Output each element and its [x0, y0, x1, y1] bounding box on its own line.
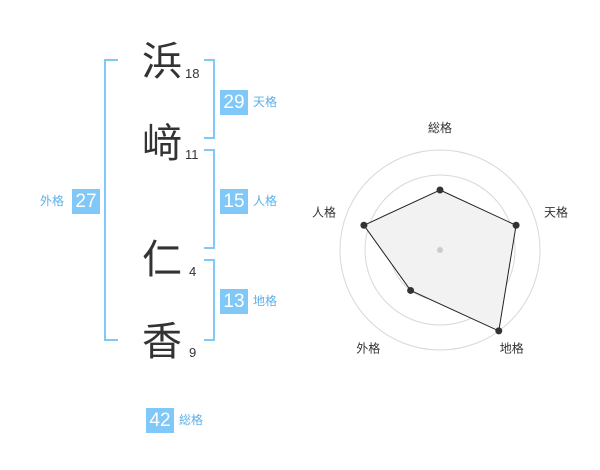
radar-point-4 — [407, 286, 415, 294]
gaikaku-label: 外格 — [40, 194, 65, 208]
radar-polygon — [363, 189, 517, 332]
jinkaku-badge: 15 — [220, 189, 248, 214]
radar-point-2 — [512, 221, 520, 229]
radar-axis-label-4: 外格 — [356, 341, 380, 356]
stroke-count-2: 11 — [185, 147, 199, 162]
soukaku-badge: 42 — [146, 408, 174, 433]
chikaku-bracket — [204, 259, 215, 341]
name-char-2: 﨑 — [142, 121, 182, 167]
radar-ring-3 — [364, 174, 516, 326]
radar-point-1 — [436, 186, 444, 194]
radar-axis-label-1: 総格 — [428, 120, 452, 135]
name-char-3: 仁 — [142, 237, 182, 283]
chikaku-label: 地格 — [253, 294, 278, 308]
name-char-4: 香 — [142, 319, 182, 365]
gaikaku-bracket — [104, 59, 118, 341]
tenkaku-badge: 29 — [220, 90, 248, 115]
name-char-1: 浜 — [142, 39, 182, 85]
radar-point-5 — [360, 221, 368, 229]
radar-center-dot — [437, 247, 443, 253]
gaikaku-badge: 27 — [72, 189, 100, 214]
radar-point-3 — [495, 327, 503, 335]
radar-points — [360, 186, 520, 335]
tenkaku-bracket — [204, 59, 215, 139]
jinkaku-bracket — [204, 149, 215, 249]
stroke-count-3: 4 — [189, 264, 197, 279]
jinkaku-label: 人格 — [253, 194, 278, 208]
chikaku-badge: 13 — [220, 289, 248, 314]
radar-axis-label-2: 天格 — [544, 204, 568, 219]
stroke-count-1: 18 — [185, 66, 200, 81]
tenkaku-label: 天格 — [253, 95, 278, 109]
radar-axis-label-3: 地格 — [500, 341, 524, 356]
stroke-count-4: 9 — [189, 345, 197, 360]
radar-axis-label-5: 人格 — [312, 204, 336, 219]
soukaku-label: 総格 — [179, 413, 204, 427]
radar-ring-4 — [339, 149, 541, 351]
